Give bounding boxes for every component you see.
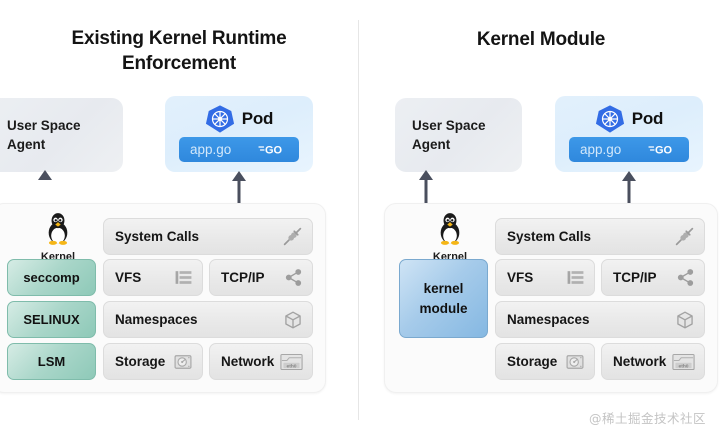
app-bar-left: app.go GO: [179, 137, 299, 162]
kubernetes-helm-icon: [595, 105, 624, 133]
pod-box-right: Pod app.go GO: [555, 96, 703, 172]
kernel-subsystem-namespaces-label-right: Namespaces: [507, 312, 590, 327]
kernel-subsystem-tcpip-label-right: TCP/IP: [613, 270, 657, 285]
security-module-seccomp-label: seccomp: [23, 270, 80, 285]
security-module-selinux: SELINUX: [7, 301, 96, 338]
kernel-subsystem-namespaces-left: Namespaces: [103, 301, 313, 338]
cube-icon: [675, 310, 695, 330]
eth0-nic-icon: eth0: [280, 353, 303, 371]
app-name-label-right: app.go: [580, 142, 622, 157]
svg-text:GO: GO: [265, 145, 283, 157]
panel-divider: [358, 20, 359, 420]
app-bar-right: app.go GO: [569, 137, 689, 162]
pod-header-left: Pod: [165, 104, 313, 134]
kernel-subsystem-tcpip-right: TCP/IP: [601, 259, 705, 296]
eth0-nic-icon: eth0: [672, 353, 695, 371]
kernel-subsystem-network-left: Network eth0: [209, 343, 313, 380]
share-nodes-icon: [676, 268, 695, 287]
hard-disk-icon: [173, 352, 193, 372]
security-module-lsm: LSM: [7, 343, 96, 380]
kernel-subsystem-storage-left: Storage: [103, 343, 203, 380]
kernel-subsystem-storage-label-left: Storage: [115, 354, 166, 369]
pod-box-left: Pod app.go GO: [165, 96, 313, 172]
kernel-subsystem-system-calls-label-right: System Calls: [507, 229, 592, 244]
svg-text:eth0: eth0: [678, 363, 688, 369]
panel-title-left: Existing Kernel Runtime Enforcement: [71, 28, 287, 74]
user-space-agent-label-right: User Space Agent: [412, 118, 486, 152]
user-space-agent-box-right: User Space Agent: [395, 98, 522, 172]
watermark: @稀土掘金技术社区: [588, 411, 706, 426]
linux-tux-icon: [440, 213, 460, 245]
kernel-module-label-line1: kernel: [423, 280, 464, 296]
kernel-subsystem-namespaces-right: Namespaces: [495, 301, 705, 338]
security-module-lsm-label: LSM: [37, 354, 66, 369]
share-nodes-icon: [284, 268, 303, 287]
kernel-subsystem-vfs-right: VFS: [495, 259, 595, 296]
kernel-subsystem-namespaces-label-left: Namespaces: [115, 312, 198, 327]
panel-existing-kernel-runtime-enforcement: Existing Kernel Runtime Enforcement User…: [0, 0, 358, 433]
panel-title-right: Kernel Module: [476, 29, 606, 50]
kernel-subsystem-tcpip-label-left: TCP/IP: [221, 270, 265, 285]
kernel-subsystem-system-calls-label-left: System Calls: [115, 229, 200, 244]
linux-kernel-badge-left: Kernel: [29, 212, 87, 263]
app-name-label-left: app.go: [190, 142, 232, 157]
kernel-subsystem-vfs-left: VFS: [103, 259, 203, 296]
cube-icon: [283, 310, 303, 330]
kernel-panel-right: Kernel kernel module System Calls: [384, 203, 718, 393]
stacked-list-icon: [566, 268, 585, 287]
kernel-subsystem-network-label-right: Network: [613, 354, 667, 369]
pod-header-right: Pod: [555, 104, 703, 134]
user-space-agent-box-left: User Space Agent: [0, 98, 123, 172]
kernel-subsystem-storage-right: Storage: [495, 343, 595, 380]
stacked-list-icon: [174, 268, 193, 287]
go-gopher-logo: GO: [258, 142, 288, 157]
kernel-module-label-line2: module: [419, 300, 468, 316]
panel-kernel-module: Kernel Module User Space Agent: [362, 0, 720, 433]
svg-text:GO: GO: [655, 145, 673, 157]
security-module-selinux-label: SELINUX: [23, 312, 80, 327]
kernel-subsystem-system-calls-left: System Calls: [103, 218, 313, 255]
kernel-subsystem-network-label-left: Network: [221, 354, 275, 369]
kernel-panel-left: Kernel seccomp SELINUX LSM System Calls: [0, 203, 326, 393]
kernel-subsystem-tcpip-left: TCP/IP: [209, 259, 313, 296]
linux-kernel-badge-right: Kernel: [421, 212, 479, 263]
pod-label-left: Pod: [241, 109, 274, 128]
plug-connector-icon: [674, 226, 695, 247]
kernel-subsystem-system-calls-right: System Calls: [495, 218, 705, 255]
security-module-seccomp: seccomp: [7, 259, 96, 296]
kubernetes-helm-icon: [205, 105, 234, 133]
kernel-subsystem-network-right: Network eth0: [601, 343, 705, 380]
kernel-subsystem-vfs-label-right: VFS: [507, 270, 534, 285]
kernel-module-box: kernel module: [399, 259, 488, 338]
plug-connector-icon: [282, 226, 303, 247]
kernel-subsystem-storage-label-right: Storage: [507, 354, 558, 369]
user-space-agent-label-left: User Space Agent: [7, 118, 81, 152]
kernel-subsystem-vfs-label-left: VFS: [115, 270, 142, 285]
go-gopher-logo: GO: [648, 142, 678, 157]
linux-tux-icon: [48, 213, 68, 245]
hard-disk-icon: [565, 352, 585, 372]
svg-text:eth0: eth0: [286, 363, 296, 369]
pod-label-right: Pod: [631, 109, 664, 128]
